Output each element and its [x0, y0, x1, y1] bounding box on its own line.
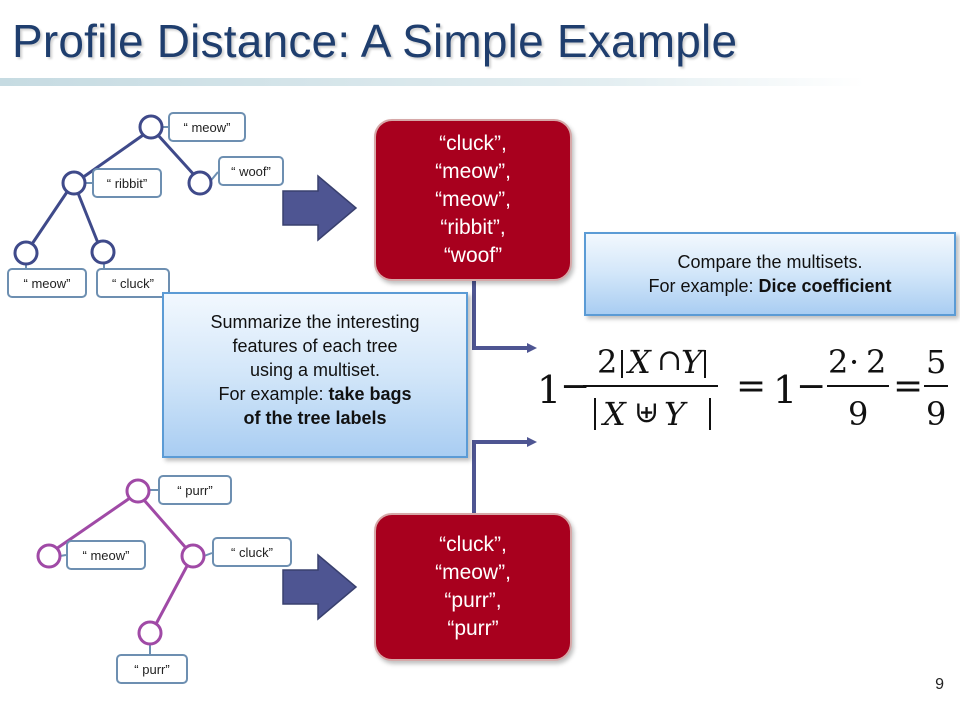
- tree1-node-meow: [13, 240, 39, 266]
- edge-t1-root-woof: [155, 132, 198, 179]
- summarize-line-4-bold: take bags: [328, 384, 412, 404]
- connector-bag2-formula: [472, 437, 537, 513]
- page-number: 9: [935, 676, 944, 693]
- compare-line-2-prefix: For example:: [648, 276, 759, 296]
- formula-num-y: Y: [681, 343, 703, 381]
- summarize-line-3: using a multiset.: [249, 360, 381, 380]
- bag2-line-2: “meow”,: [435, 561, 511, 584]
- tree1-nodes: [13, 114, 213, 266]
- formula-num-x: X: [628, 343, 651, 381]
- summarize-line-4-prefix: For example:: [218, 384, 329, 404]
- tree1-node-cluck: [90, 239, 116, 265]
- tree2-node-root: [125, 478, 151, 504]
- formula-den-y: Y: [664, 395, 686, 433]
- tree1-label-woof: “ woof”: [218, 156, 284, 186]
- bag1-line-1: “cluck”,: [439, 132, 507, 155]
- arrow-tree2-to-bag: [282, 553, 358, 621]
- bag2-line-3: “purr”,: [444, 589, 502, 612]
- tree2-label-cluck: “ cluck”: [212, 537, 292, 567]
- bag1-line-2: “meow”,: [435, 160, 511, 183]
- bag1-line-4: “ribbit”,: [440, 216, 506, 239]
- formula-den-9: 9: [848, 395, 869, 433]
- tree2-node-meow: [36, 543, 62, 569]
- edge-t2-cluck-purr: [154, 564, 189, 626]
- multiset-tree2: “cluck”, “meow”, “purr”, “purr”: [374, 513, 572, 661]
- formula-den-x: X: [603, 395, 626, 433]
- tree1-label-root: “ meow”: [168, 112, 246, 142]
- bag1-line-3: “meow”,: [435, 188, 511, 211]
- tree2-label-pointers: [59, 489, 213, 654]
- bag1-line-5: “woof”: [443, 244, 503, 267]
- formula-one-2: 1: [773, 368, 798, 412]
- formula-equals-2: =: [893, 366, 924, 407]
- callout-compare: Compare the multisets. For example: Dice…: [584, 232, 956, 316]
- page-title: Profile Distance: A Simple Example: [12, 15, 738, 67]
- multiset-tree1: “cluck”, “meow”, “meow”, “ribbit”, “woof…: [374, 119, 572, 281]
- formula-num-2: 2: [597, 343, 618, 381]
- formula-den-9b: 9: [926, 395, 947, 433]
- formula-minus-2: −: [796, 366, 827, 407]
- summarize-line-2: features of each tree: [232, 336, 398, 356]
- summarize-line-5: of the tree labels: [164, 406, 466, 430]
- tree1-node-root: [138, 114, 164, 140]
- formula-one: 1: [537, 368, 562, 412]
- tree2-label-root: “ purr”: [158, 475, 232, 505]
- arrow-tree1-to-bag: [282, 174, 358, 242]
- bag2-line-4: “purr”: [447, 617, 499, 640]
- formula-equals-1: =: [736, 366, 767, 407]
- tree2-label-meow: “ meow”: [66, 540, 146, 570]
- tree2-nodes: [36, 478, 206, 646]
- formula-minus-1: −: [560, 366, 591, 407]
- tree1-label-ribbit: “ ribbit”: [92, 168, 162, 198]
- summarize-line-1: Summarize the interesting: [210, 312, 420, 332]
- tree2-node-cluck: [180, 543, 206, 569]
- tree1-node-ribbit: [61, 170, 87, 196]
- formula-num-5: 5: [926, 343, 947, 381]
- compare-line-1: Compare the multisets.: [677, 252, 863, 272]
- edge-t2-root-cluck: [142, 498, 188, 550]
- edge-t1-ribbit-cluck: [76, 191, 100, 245]
- summarize-line-4: For example: take bags: [164, 382, 466, 406]
- formula-lines: [583, 350, 948, 430]
- formula-2-left: 2: [828, 343, 849, 381]
- edge-t1-ribbit-meow: [30, 190, 69, 246]
- connector-bag1-formula: [472, 280, 537, 353]
- tree2-label-purr: “ purr”: [116, 654, 188, 684]
- bag2-line-1: “cluck”,: [439, 533, 507, 556]
- tree1-node-woof: [187, 170, 213, 196]
- title-underline: [0, 78, 865, 86]
- callout-summarize: Summarize the interesting features of ea…: [162, 292, 468, 458]
- compare-line-2: For example: Dice coefficient: [586, 274, 954, 298]
- formula-dot: ·: [849, 343, 860, 381]
- tree1-label-cluck: “ cluck”: [96, 268, 170, 298]
- formula-num-op: ∩: [657, 343, 683, 378]
- tree2-node-purr: [137, 620, 163, 646]
- formula-den-op: ⊎: [634, 395, 660, 430]
- summarize-line-5-bold: of the tree labels: [243, 408, 387, 428]
- tree1-label-meow: “ meow”: [7, 268, 87, 298]
- formula-2-right: 2: [866, 343, 887, 381]
- compare-line-2-bold: Dice coefficient: [758, 276, 892, 296]
